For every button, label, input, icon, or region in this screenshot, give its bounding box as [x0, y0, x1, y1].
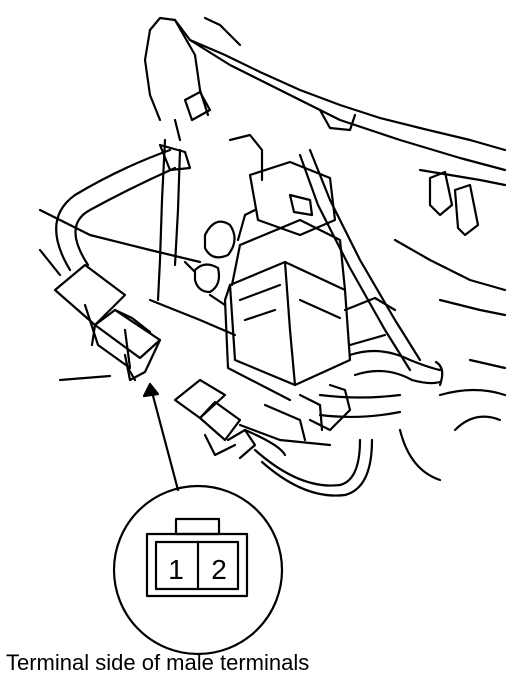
wire-harness [55, 90, 212, 272]
terminal-2-label: 2 [211, 554, 227, 585]
secondary-connector [173, 378, 374, 497]
connector-face [145, 517, 249, 598]
hose [318, 349, 444, 418]
diagram-caption: Terminal side of male terminals [6, 650, 310, 675]
male-connector [53, 263, 162, 382]
engine-housing [143, 16, 507, 482]
solenoid-body [183, 160, 397, 442]
frame-rail [38, 208, 332, 447]
terminal-1-label: 1 [168, 554, 184, 585]
detail-circle [112, 484, 284, 656]
pointer-arrow [142, 382, 180, 492]
